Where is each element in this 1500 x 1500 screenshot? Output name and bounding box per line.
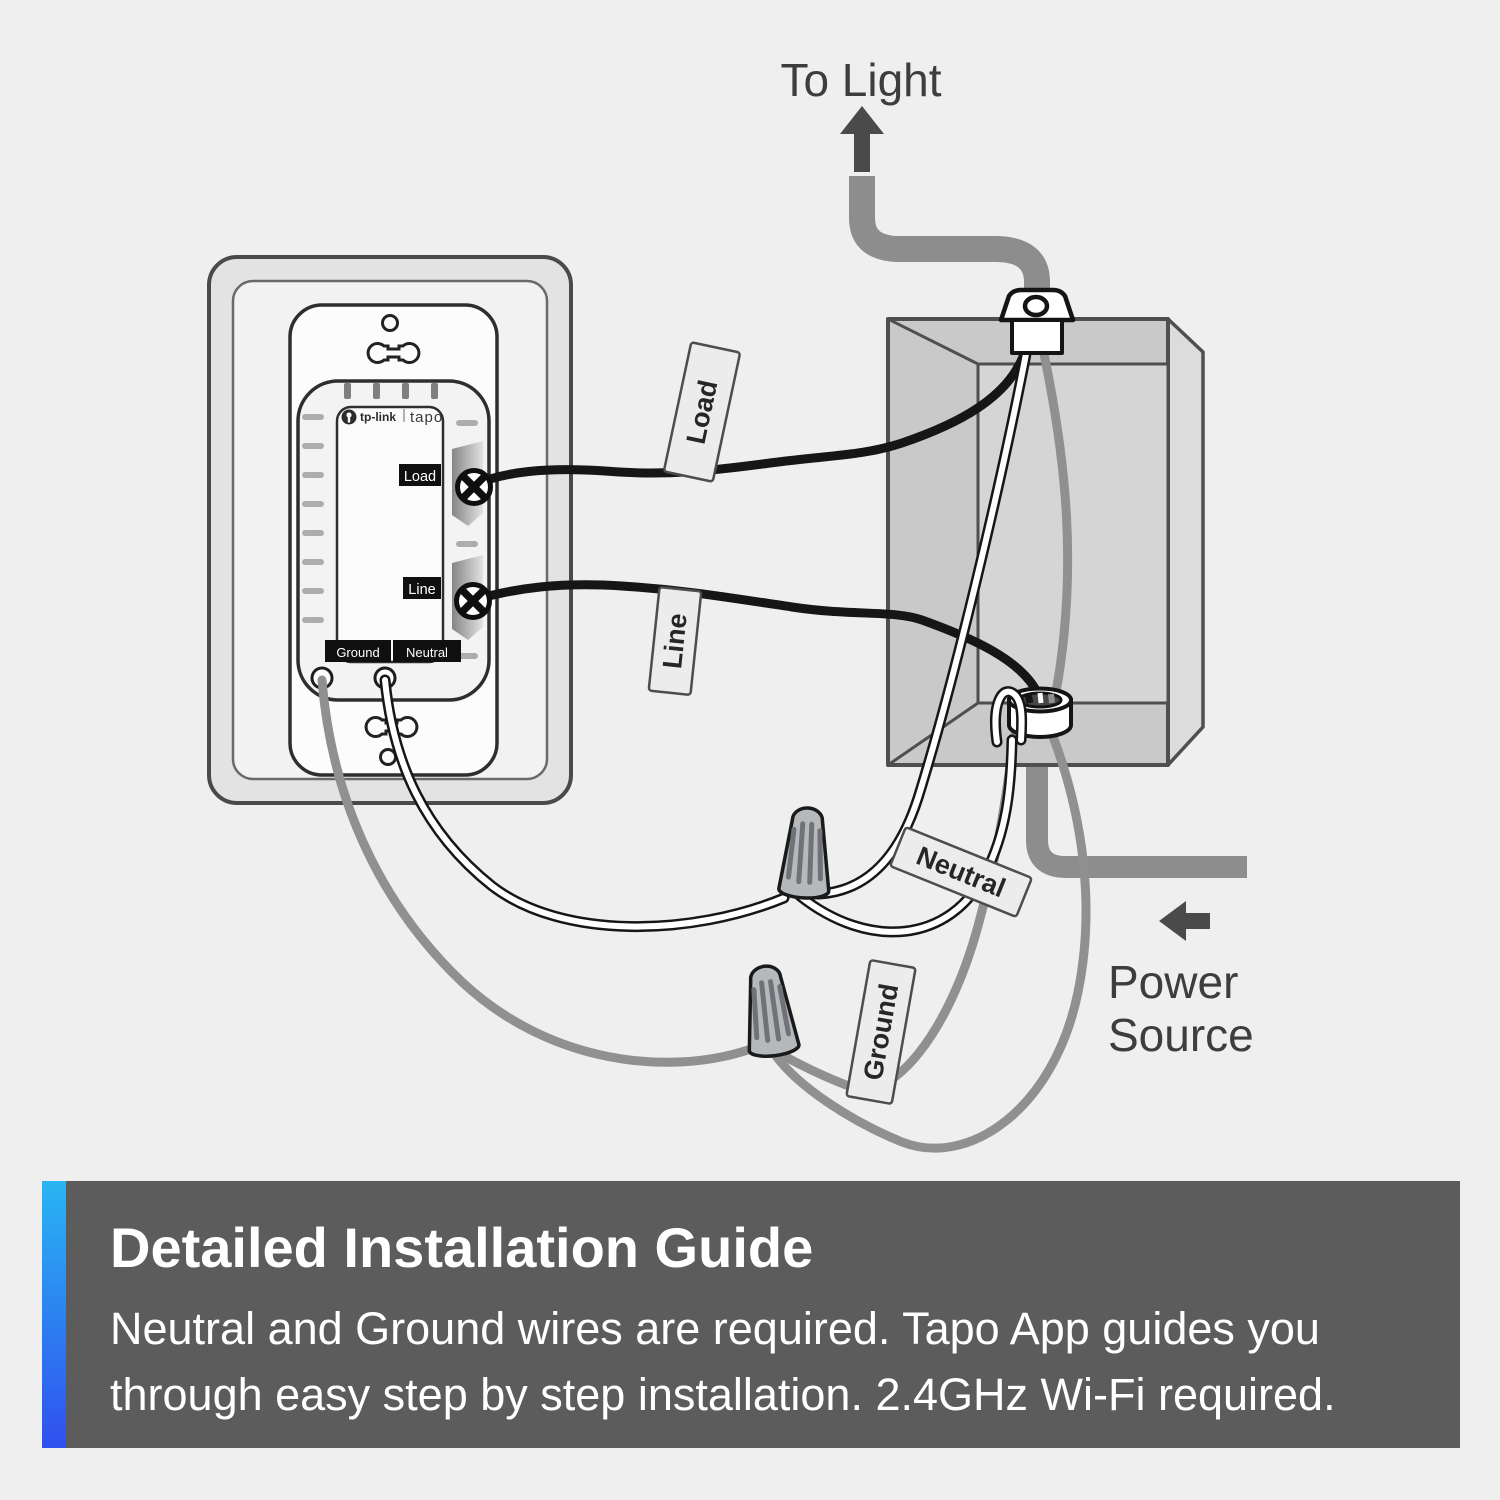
mounting-hole-bottom: [379, 748, 397, 766]
left-arrow-icon: [1159, 901, 1210, 941]
cable-clamp: [998, 287, 1076, 355]
brand-text: tp-link: [360, 410, 396, 424]
neutral-wire-from-light: [815, 351, 1029, 897]
ground-wire-in-box: [1039, 349, 1073, 697]
module-ribs: [302, 414, 478, 659]
ground-terminal-label: [325, 640, 391, 662]
to-light-label: To Light: [780, 54, 941, 106]
neutral-terminal-text: Neutral: [406, 645, 448, 660]
wire-nut-ground: [747, 964, 801, 1058]
junction-box-back-wall: [976, 362, 1170, 705]
clamp-screw-hole: [1022, 294, 1050, 318]
smart-switch: tp-link tapo Load Line Ground Neutral: [207, 255, 573, 805]
to-light-cable: [849, 176, 1050, 310]
load-terminal-text: Load: [404, 469, 436, 485]
accent-bar: [42, 1181, 66, 1448]
ground-terminal-text: Ground: [336, 645, 379, 660]
screw-cross-icon: [460, 588, 486, 614]
junction-box-side: [1166, 317, 1205, 767]
line-terminal-plate-label: [403, 577, 441, 599]
load-screw: [455, 468, 493, 506]
tp-link-tapo-logo: tp-link tapo: [341, 409, 443, 426]
line-tag: Line: [647, 586, 703, 696]
ground-wire-from-switch: [317, 675, 753, 1067]
banner-body-line2: through easy step by step installation. …: [110, 1369, 1336, 1420]
line-terminal-text: Line: [408, 582, 435, 598]
ground-tag: Ground: [845, 959, 917, 1105]
banner-title: Detailed Installation Guide: [110, 1216, 814, 1279]
neutral-terminal-label: [393, 640, 461, 662]
line-screw: [454, 582, 492, 620]
power-source-cable: [1026, 715, 1247, 878]
mounting-slot-top: [366, 342, 421, 364]
up-arrow-icon: [840, 106, 884, 172]
power-source-label-line2: Source: [1108, 1009, 1254, 1061]
neutral-wire-from-switch: [382, 677, 787, 930]
switch-face-panel: [335, 405, 445, 664]
line-tag-text: Line: [657, 612, 693, 670]
banner: Detailed Installation Guide Neutral and …: [66, 1181, 1460, 1448]
tp-link-icon: [341, 409, 357, 425]
power-source-label-line1: Power: [1108, 956, 1238, 1008]
wire-nut-neutral: [777, 806, 831, 900]
load-terminal-plate-label: [399, 464, 441, 486]
banner-body-line1: Neutral and Ground wires are required. T…: [110, 1303, 1320, 1354]
box-edge: [887, 317, 979, 366]
product-text: tapo: [410, 409, 443, 426]
module-tabs: [344, 383, 438, 399]
load-wire: [471, 349, 1029, 489]
ground-wire-arc-outer: [771, 729, 1091, 1153]
mounting-hole-top: [381, 314, 399, 332]
neutral-wire-loop: [990, 686, 1028, 748]
screw-cross-icon: [461, 474, 487, 500]
load-tag: Load: [663, 341, 741, 483]
